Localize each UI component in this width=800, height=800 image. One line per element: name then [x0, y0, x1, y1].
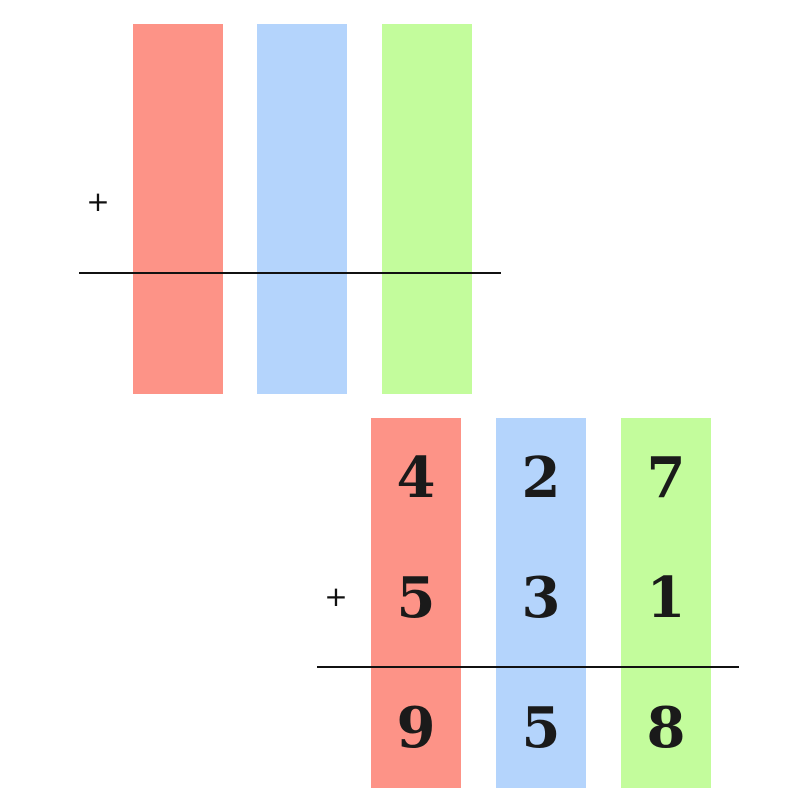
sum-tens-digit: 5	[521, 695, 561, 761]
addend1-ones-digit: 7	[646, 445, 686, 511]
addend1-tens-digit: 2	[521, 445, 561, 511]
filled-hundreds-column	[371, 418, 461, 788]
filled-sum-line	[317, 666, 739, 668]
filled-plus-sign: +	[324, 580, 348, 613]
empty-tens-column	[257, 24, 347, 394]
sum-ones-digit: 8	[646, 695, 686, 761]
empty-hundreds-column	[133, 24, 223, 394]
sum-hundreds-digit: 9	[396, 695, 436, 761]
addend2-tens-digit: 3	[521, 565, 561, 631]
empty-plus-sign: +	[86, 185, 110, 218]
empty-sum-line	[79, 272, 501, 274]
filled-tens-column	[496, 418, 586, 788]
addend1-hundreds-digit: 4	[396, 445, 436, 511]
addend2-hundreds-digit: 5	[396, 565, 436, 631]
empty-ones-column	[382, 24, 472, 394]
filled-ones-column	[621, 418, 711, 788]
addend2-ones-digit: 1	[646, 565, 686, 631]
